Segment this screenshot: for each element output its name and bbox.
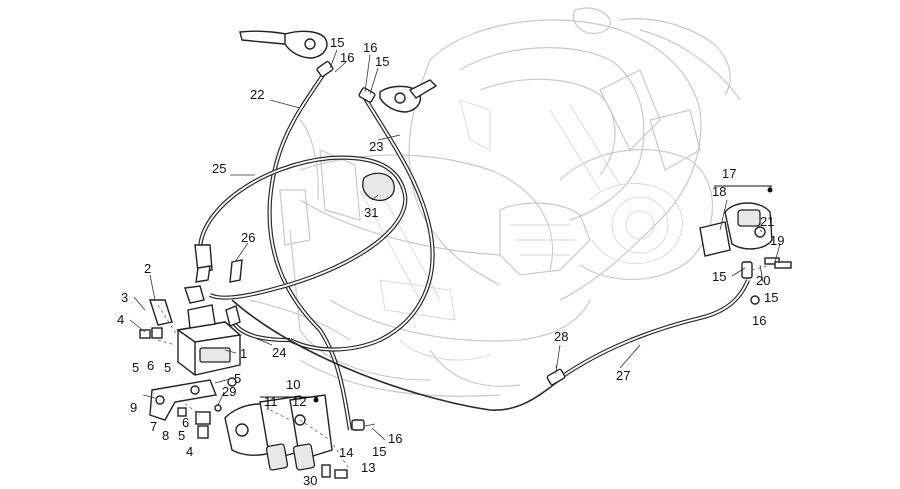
callout-2: 2 — [144, 261, 151, 276]
callout-16: 16 — [363, 40, 377, 55]
callout-labels: 15 16 16 15 22 23 25 31 26 2 3 4 1 5 6 5… — [117, 35, 784, 488]
callout-9: 9 — [130, 400, 137, 415]
callout-15: 15 — [712, 269, 726, 284]
callout-20: 20 — [756, 273, 770, 288]
leader-lines — [129, 49, 781, 441]
callout-25: 25 — [212, 161, 226, 176]
callout-29: 29 — [222, 384, 236, 399]
left-brake-lever — [239, 30, 328, 59]
callout-31: 31 — [364, 205, 378, 220]
callout-28: 28 — [554, 329, 568, 344]
callout-24: 24 — [272, 345, 286, 360]
callout-15: 15 — [330, 35, 344, 50]
hose-clamp-31 — [362, 172, 395, 202]
scooter-frame-outline — [249, 7, 741, 397]
callout-4: 4 — [117, 312, 124, 327]
hose-fittings — [184, 60, 753, 431]
callout-26: 26 — [241, 230, 255, 245]
callout-13: 13 — [361, 460, 375, 475]
callout-5: 5 — [234, 371, 241, 386]
callout-1: 1 — [240, 346, 247, 361]
callout-brackets — [260, 185, 773, 410]
callout-18: 18 — [712, 184, 726, 199]
callout-11: 11 — [264, 394, 278, 409]
callout-30: 30 — [303, 473, 317, 488]
front-brake-caliper — [224, 394, 348, 479]
abs-bracket — [139, 299, 237, 439]
callout-16: 16 — [340, 50, 354, 65]
rear-brake-caliper — [699, 202, 792, 305]
dashed-reference-lines — [157, 264, 771, 471]
abs-module — [176, 304, 242, 376]
callout-4: 4 — [186, 444, 193, 459]
callout-16: 16 — [752, 313, 766, 328]
callout-14: 14 — [339, 445, 353, 460]
callout-15: 15 — [375, 54, 389, 69]
callout-8: 8 — [162, 428, 169, 443]
callout-5: 5 — [132, 360, 139, 375]
callout-21: 21 — [760, 214, 774, 229]
callout-5: 5 — [164, 360, 171, 375]
callout-7: 7 — [150, 419, 157, 434]
callout-27: 27 — [616, 368, 630, 383]
callout-5: 5 — [178, 428, 185, 443]
callout-15: 15 — [372, 444, 386, 459]
callout-6: 6 — [147, 358, 154, 373]
callout-10: 10 — [286, 377, 300, 392]
callout-3: 3 — [121, 290, 128, 305]
callout-12: 12 — [292, 394, 306, 409]
callout-19: 19 — [770, 233, 784, 248]
callout-22: 22 — [250, 87, 264, 102]
callout-17: 17 — [722, 166, 736, 181]
callout-15: 15 — [764, 290, 778, 305]
brake-hoses — [197, 70, 750, 431]
callout-16: 16 — [388, 431, 402, 446]
callout-23: 23 — [369, 139, 383, 154]
right-brake-master-cylinder — [379, 79, 438, 113]
callout-6: 6 — [182, 415, 189, 430]
